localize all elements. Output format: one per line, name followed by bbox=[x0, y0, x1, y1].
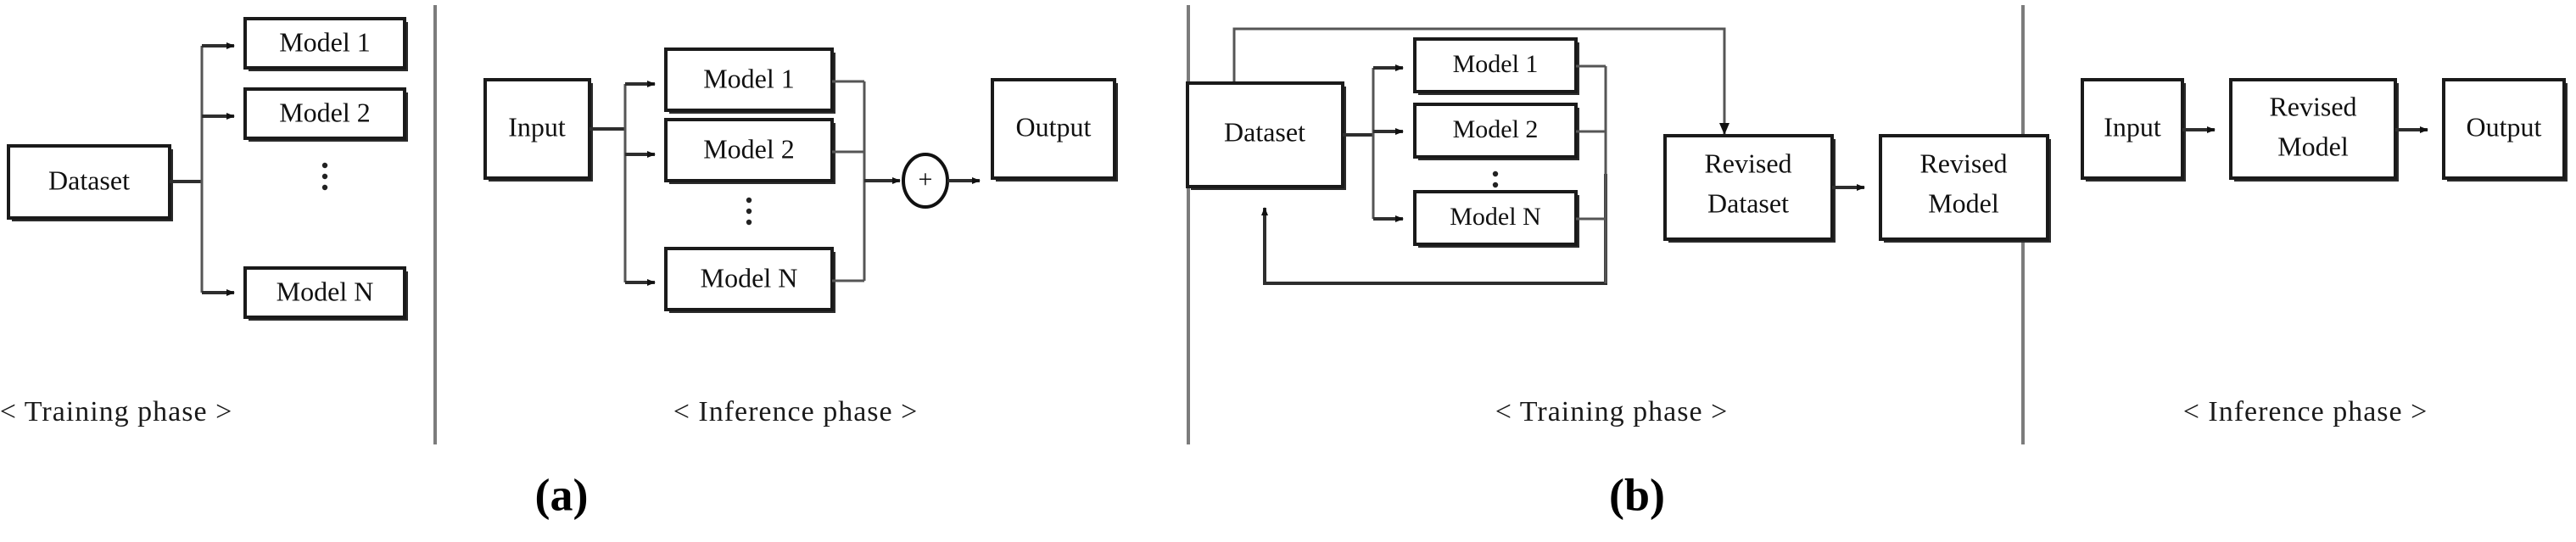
b-output-label: Output bbox=[2467, 111, 2542, 142]
b-input-label: Input bbox=[2104, 111, 2161, 142]
a-model1-label: Model 1 bbox=[279, 26, 371, 57]
b-inf-revised-model-box[interactable] bbox=[2229, 78, 2397, 180]
b-model2-label: Model 2 bbox=[1453, 115, 1539, 143]
a-ellipsis-icon bbox=[321, 162, 328, 191]
a-modeln-box[interactable] bbox=[243, 266, 406, 319]
panel-a-training: Dataset Model 1 Model 2 Model N < Traini… bbox=[0, 17, 408, 427]
panel-b-inference: Input Revised Model Output < Inference p… bbox=[2081, 78, 2568, 427]
a-model2-box[interactable] bbox=[243, 87, 406, 140]
b-output-box[interactable] bbox=[2442, 78, 2566, 180]
b-inf-revised-model-label-line1: Revised bbox=[2269, 91, 2356, 121]
b-inf-revised-model-label-line2: Model bbox=[2277, 131, 2349, 161]
b-modeln-label: Model N bbox=[1450, 203, 1541, 231]
a-output-label: Output bbox=[1016, 111, 1092, 142]
a-inf-modeln-box[interactable] bbox=[664, 247, 834, 311]
b-revised-model-label-line1: Revised bbox=[1919, 148, 2007, 178]
caption-a: (a) bbox=[535, 469, 589, 520]
a-inf-model1-box[interactable] bbox=[664, 47, 834, 112]
a-modeln-label: Model N bbox=[277, 276, 374, 306]
a-output-box[interactable] bbox=[991, 78, 1116, 180]
panel-a-inference: Input Model 1 Model 2 Model N + bbox=[483, 47, 1118, 427]
b-training-phase-label: < Training phase > bbox=[1495, 396, 1729, 427]
panel-b-training: Dataset Model 1 Model 2 Model N bbox=[1186, 27, 2051, 427]
a-input-box[interactable] bbox=[483, 78, 591, 180]
a-inf-model2-label: Model 2 bbox=[703, 133, 795, 164]
a-model1-box[interactable] bbox=[243, 17, 406, 70]
a-inference-phase-label: < Inference phase > bbox=[673, 396, 919, 427]
dataset-label: Dataset bbox=[48, 165, 130, 195]
b-revised-model-box[interactable] bbox=[1879, 134, 2049, 241]
b-model1-label: Model 1 bbox=[1453, 50, 1539, 78]
caption-b: (b) bbox=[1609, 469, 1665, 520]
a-inf-model2-box[interactable] bbox=[664, 118, 834, 182]
a-inf-ellipsis-icon bbox=[746, 197, 752, 226]
a-inf-modeln-label: Model N bbox=[701, 262, 798, 293]
b-revised-model-label-line2: Model bbox=[1928, 187, 1999, 218]
a-training-phase-label: < Training phase > bbox=[0, 396, 232, 427]
b-model1-box[interactable] bbox=[1413, 37, 1578, 93]
revised-dataset-label-line2: Dataset bbox=[1707, 187, 1789, 218]
a-input-label: Input bbox=[508, 111, 566, 142]
a-model2-label: Model 2 bbox=[279, 97, 371, 127]
revised-dataset-label-line1: Revised bbox=[1704, 148, 1791, 178]
b-inference-phase-label: < Inference phase > bbox=[2183, 396, 2428, 427]
dataset-box[interactable] bbox=[7, 144, 171, 220]
plus-icon: + bbox=[919, 165, 933, 193]
b-dataset-label: Dataset bbox=[1224, 116, 1305, 147]
a-inf-model1-label: Model 1 bbox=[703, 63, 795, 93]
